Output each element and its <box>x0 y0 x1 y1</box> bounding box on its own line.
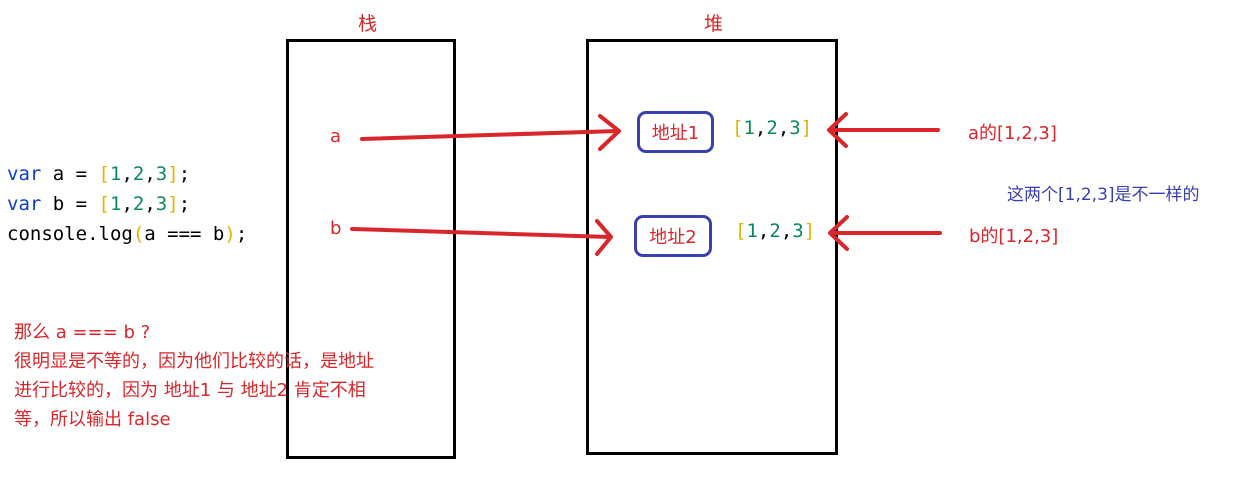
code-text: console.log <box>7 223 133 245</box>
stack-title: 栈 <box>358 13 378 35</box>
heap-box <box>586 39 838 455</box>
explanation-line-4: 等，所以输出 false <box>14 409 171 430</box>
code-number: 3 <box>155 163 168 185</box>
code-keyword: var <box>7 163 42 185</box>
heap-number: 1 <box>743 117 755 139</box>
b-array-label: b的[1,2,3] <box>969 226 1059 247</box>
code-number: 1 <box>109 193 122 215</box>
heap-title: 堆 <box>704 13 724 35</box>
heap-number: 3 <box>789 117 801 139</box>
stack-var-a: a <box>330 126 342 147</box>
heap-number: 1 <box>746 220 758 242</box>
heap-array-1: [1,2,3] <box>732 117 813 139</box>
code-args: a === b <box>144 223 225 245</box>
address-1-badge: 地址1 <box>637 111 714 153</box>
arrow-head-b-array <box>828 215 849 251</box>
code-keyword: var <box>7 193 42 215</box>
arrow-head-b <box>595 219 613 256</box>
stack-box <box>286 39 456 459</box>
heap-number: 3 <box>792 220 804 242</box>
code-number: 1 <box>109 163 122 185</box>
stack-var-b: b <box>330 218 342 239</box>
arrow-head-a <box>598 114 621 151</box>
heap-number: 2 <box>766 117 778 139</box>
code-number: 2 <box>132 163 145 185</box>
code-semicolon: ; <box>235 223 248 245</box>
explanation-line-2: 很明显是不等的，因为他们比较的话，是地址 <box>14 351 374 372</box>
address-2-badge: 地址2 <box>634 215 712 257</box>
code-semicolon: ; <box>178 193 191 215</box>
code-number: 2 <box>132 193 145 215</box>
explanation-line-3: 进行比较的，因为 地址1 与 地址2 肯定不相 <box>14 380 366 401</box>
code-line-2: var b = [1,2,3]; <box>7 193 191 215</box>
heap-array-2: [1,2,3] <box>735 220 816 242</box>
code-line-3: console.log(a === b); <box>7 223 248 245</box>
arrow-head-a-array <box>827 112 848 148</box>
heap-number: 2 <box>769 220 781 242</box>
explanation-text: 那么 a === b ? 很明显是不等的，因为他们比较的话，是地址 进行比较的，… <box>14 318 444 434</box>
code-text: b = <box>41 193 99 215</box>
difference-note: 这两个[1,2,3]是不一样的 <box>1007 185 1200 205</box>
explanation-line-1: 那么 a === b ? <box>14 322 151 343</box>
code-semicolon: ; <box>178 163 191 185</box>
code-text: a = <box>41 163 99 185</box>
a-array-label: a的[1,2,3] <box>968 123 1057 144</box>
arrow-a-to-address-1 <box>360 129 620 141</box>
code-number: 3 <box>155 193 168 215</box>
code-line-1: var a = [1,2,3]; <box>7 163 191 185</box>
arrow-b-to-address-2 <box>350 227 612 239</box>
